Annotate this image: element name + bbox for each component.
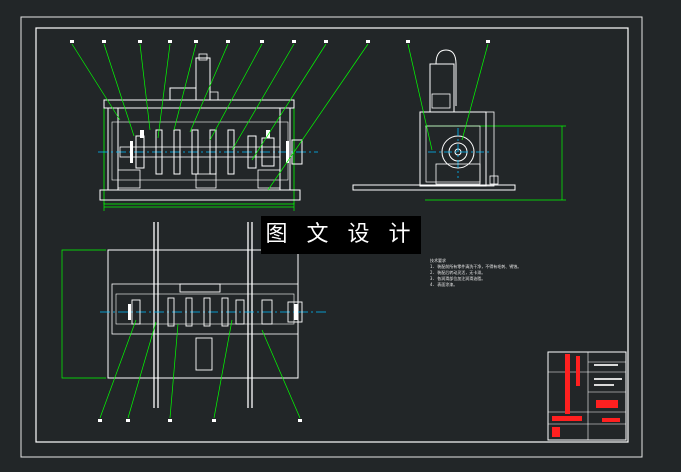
technical-note-line: 1. 装配前所有零件清洗干净，不得有毛刺、锈蚀。	[430, 264, 522, 269]
technical-note-line: 3. 各润滑部位加注润滑油脂。	[430, 276, 486, 281]
title-block-table	[547, 351, 627, 441]
watermark-label: 图 文 设 计	[261, 216, 421, 254]
inner-frame	[35, 27, 629, 443]
side-view	[352, 40, 566, 201]
technical-note-line: 4. 表面涂漆。	[430, 282, 458, 287]
technical-notes-heading: 技术要求	[430, 258, 446, 263]
outer-frame	[20, 16, 643, 458]
top-view	[61, 222, 326, 422]
front-view	[70, 40, 370, 211]
technical-notes: 技术要求 1. 装配前所有零件清洗干净，不得有毛刺、锈蚀。 2. 装配后转动灵活…	[430, 258, 521, 288]
technical-note-line: 2. 装配后转动灵活，无卡滞。	[430, 270, 486, 275]
